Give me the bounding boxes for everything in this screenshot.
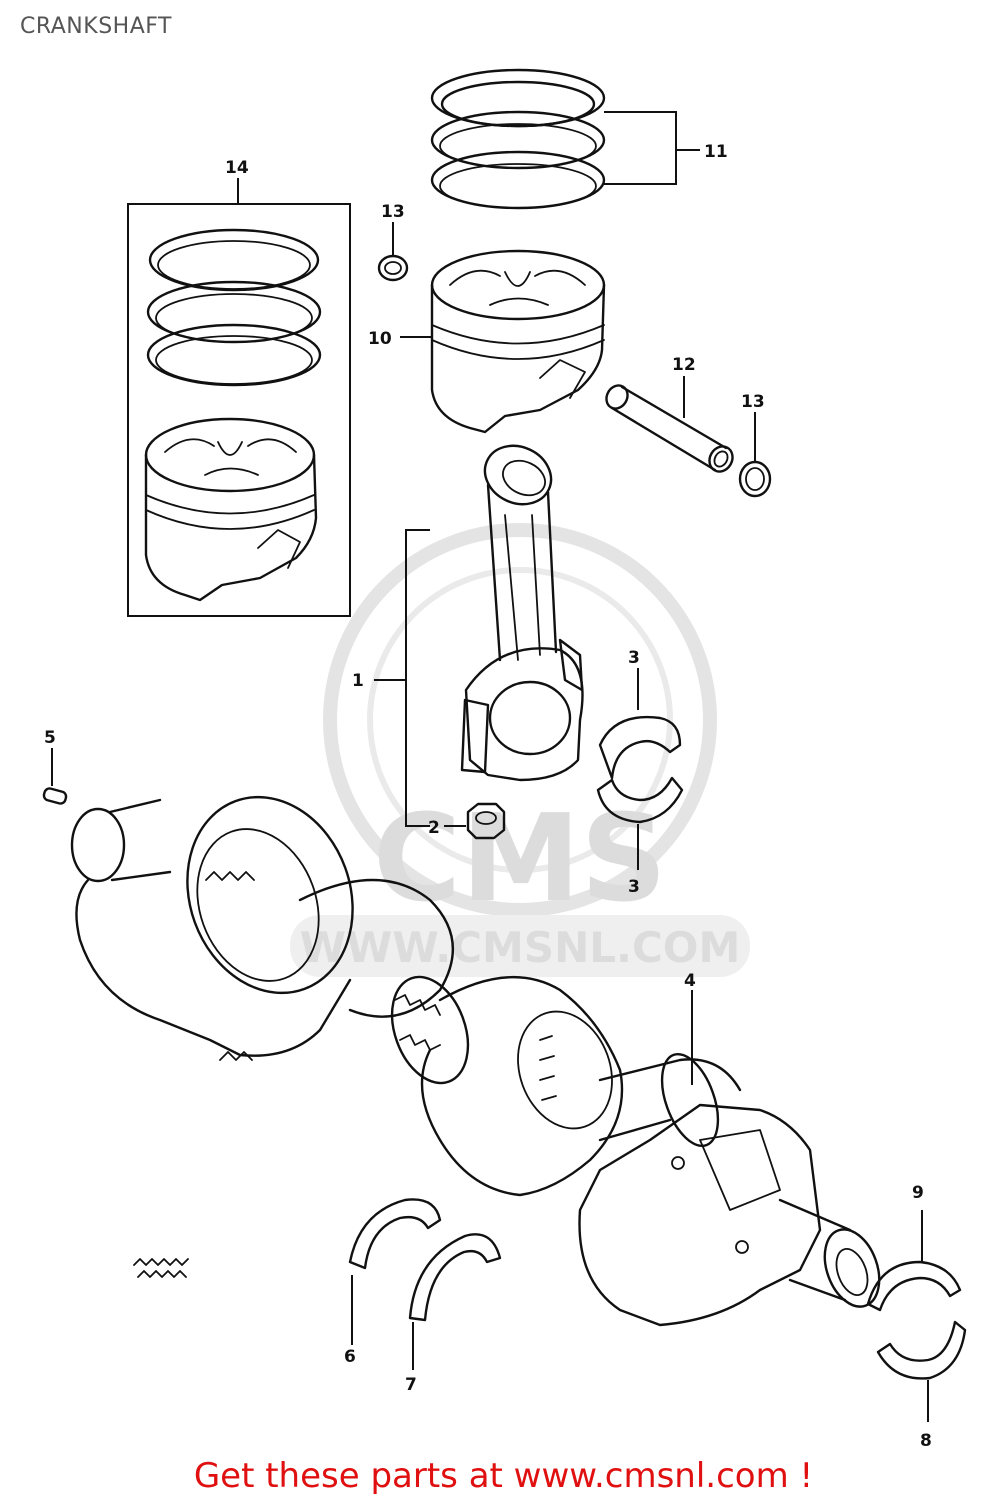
key-part-5[interactable] <box>42 787 68 805</box>
piston-part-10[interactable] <box>430 249 606 434</box>
page-title: CRANKSHAFT <box>20 14 172 39</box>
conrod-bearing-part-3-upper[interactable] <box>598 715 682 780</box>
callout-13-top: 13 <box>381 202 405 222</box>
callout-6: 6 <box>344 1347 356 1367</box>
callout-9: 9 <box>912 1183 924 1203</box>
main-bearing-part-6[interactable] <box>348 1198 442 1270</box>
connecting-rod-part-1[interactable] <box>460 435 584 782</box>
callout-8: 8 <box>920 1431 932 1451</box>
crank-bearing-part-9[interactable] <box>866 1260 962 1312</box>
small-fastener-detail <box>133 1258 189 1278</box>
crankshaft-part-4[interactable] <box>70 774 889 1327</box>
watermark: CMS WWW.CMSNL.COM <box>290 523 750 977</box>
callout-11: 11 <box>704 142 728 162</box>
piston-pin-part-12[interactable] <box>602 382 737 476</box>
callout-7: 7 <box>405 1375 417 1395</box>
watermark-brand: CMS <box>373 790 667 929</box>
callout-3-top: 3 <box>628 648 640 668</box>
rod-nut-part-2[interactable] <box>466 802 506 840</box>
crank-bearing-part-8[interactable] <box>876 1320 967 1380</box>
callout-4: 4 <box>684 971 696 991</box>
callout-2: 2 <box>428 818 440 838</box>
callout-13-right: 13 <box>741 392 765 412</box>
circlip-part-13-right[interactable] <box>738 460 772 498</box>
callout-1: 1 <box>352 671 364 691</box>
callout-10: 10 <box>368 329 392 349</box>
conrod-bearing-part-3-lower[interactable] <box>596 776 684 824</box>
circlip-part-13-top[interactable] <box>377 254 409 282</box>
callout-14: 14 <box>225 158 249 178</box>
footer-cta-link[interactable]: Get these parts at www.cmsnl.com ! <box>193 1456 814 1496</box>
piston-rings-part-11[interactable] <box>430 68 606 210</box>
callout-5: 5 <box>44 728 56 748</box>
piston-set-part-14[interactable] <box>127 203 351 617</box>
callout-3-bottom: 3 <box>628 877 640 897</box>
watermark-url: WWW.CMSNL.COM <box>300 923 741 972</box>
main-bearing-part-7[interactable] <box>408 1233 502 1322</box>
callout-12: 12 <box>672 355 696 375</box>
